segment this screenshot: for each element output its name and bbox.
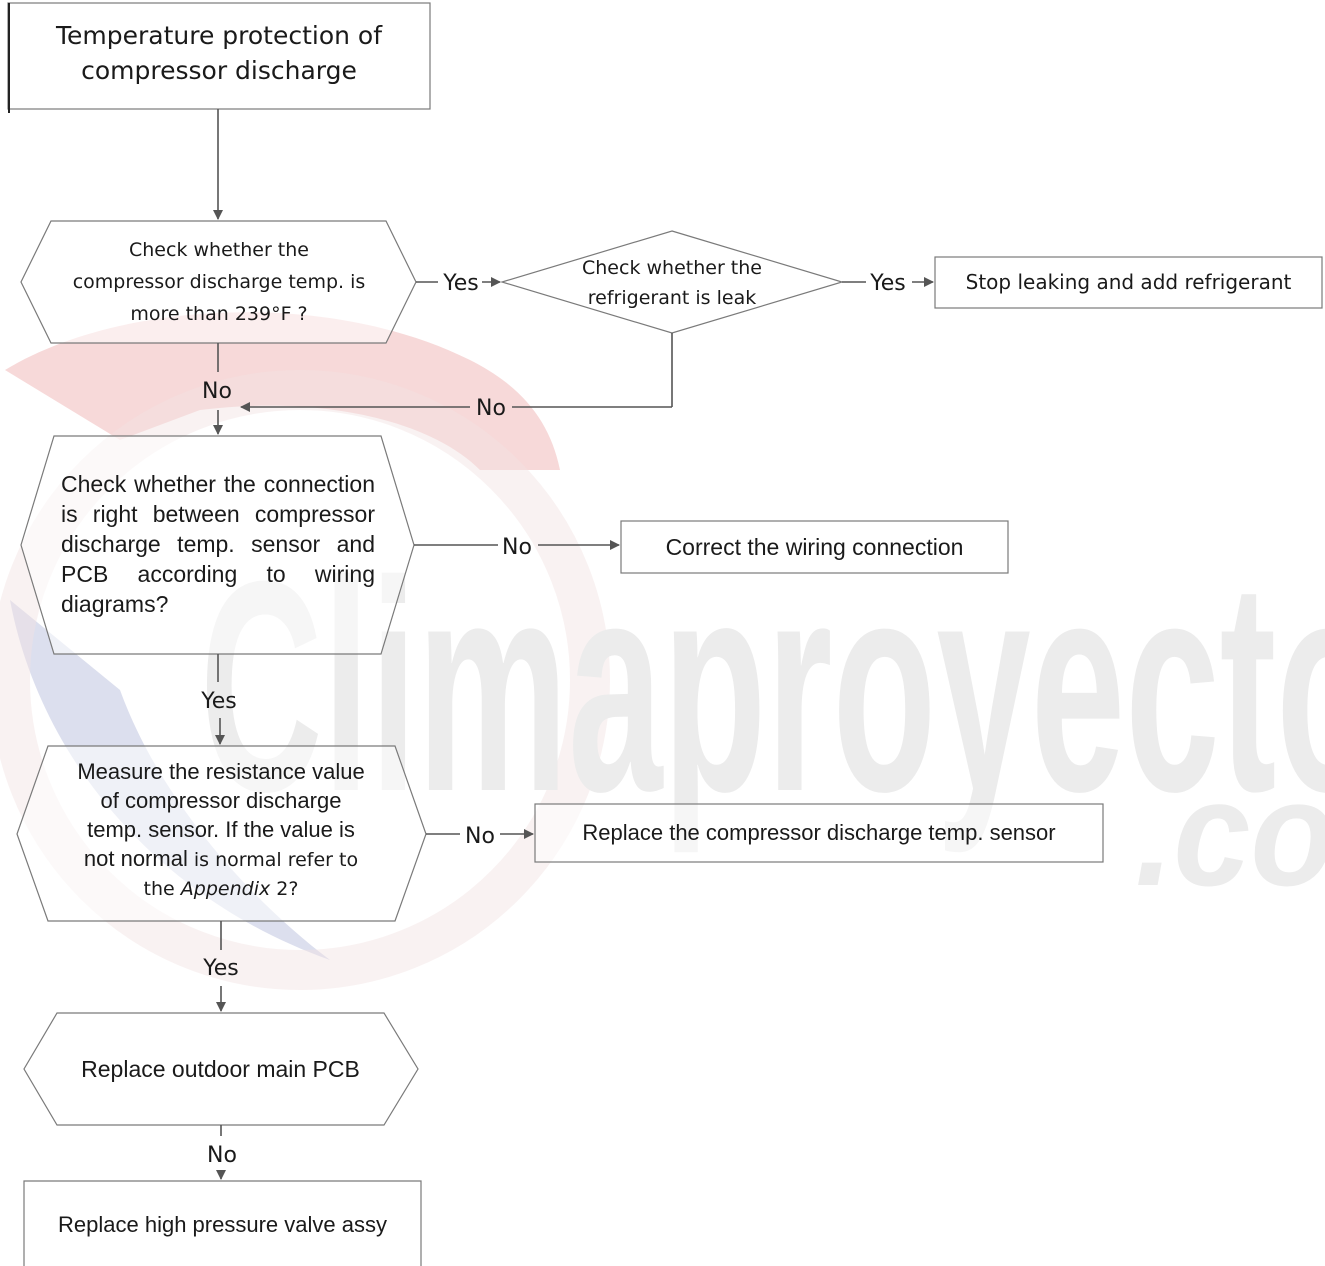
stop-leak-text: Stop leaking and add refrigerant [965, 270, 1292, 294]
check-connection-decision [20, 435, 415, 655]
check-leak-line-1: Check whether the [582, 257, 762, 279]
label-connection-no: No [502, 535, 532, 560]
measure-line-5c: 2? [270, 878, 299, 900]
start-box-text: Temperature protection of compressor dis… [55, 21, 383, 85]
label-temp-no: No [202, 379, 232, 404]
measure-line-4a: not normal [83, 846, 188, 871]
label-resistance-no: No [465, 824, 495, 849]
replace-pcb-hexagon [23, 1012, 419, 1126]
label-leak-yes: Yes [869, 271, 906, 296]
correct-wiring-box [620, 520, 1009, 574]
measure-line-5a: the [143, 878, 181, 900]
replace-sensor-box [534, 803, 1104, 863]
watermark-circle [0, 370, 610, 990]
label-connection-yes: Yes [200, 689, 237, 714]
measure-line-4: not normal is normal refer to [46, 844, 396, 875]
replace-valve-text: Replace high pressure valve assy [58, 1212, 387, 1237]
check-temp-line-2: compressor discharge temp. is [72, 271, 366, 293]
check-leak-line-2: refrigerant is leak [587, 287, 757, 309]
measure-line-3: temp. sensor. If the value is [87, 817, 355, 842]
watermark-red-swoosh [5, 312, 560, 470]
replace-sensor-text: Replace the compressor discharge temp. s… [582, 820, 1056, 845]
watermark-sub-text: .co [1135, 749, 1325, 917]
label-temp-yes: Yes [442, 271, 479, 296]
check-temp-text: Check whether the compressor discharge t… [52, 234, 386, 330]
check-temp-line-3: more than 239°F ? [130, 303, 308, 325]
measure-line-2: of compressor discharge [100, 788, 342, 813]
stop-leak-box [934, 256, 1323, 309]
label-leak-no: No [476, 396, 506, 421]
measure-line-5: the Appendix 2? [46, 875, 396, 904]
replace-valve-box [23, 1180, 422, 1266]
check-temp-decision [20, 220, 417, 344]
measure-line-4b: is normal refer to [187, 849, 359, 871]
measure-resistance-text: Measure the resistance value of compress… [46, 757, 396, 904]
check-leak-text: Check whether the refrigerant is leak [542, 253, 802, 313]
watermark-blue-swoosh [10, 600, 330, 960]
measure-line-1: Measure the resistance value [77, 759, 365, 784]
replace-pcb-text: Replace outdoor main PCB [81, 1056, 360, 1082]
measure-appendix-ref: Appendix [180, 878, 271, 900]
check-connection-text: Check whether the connection is right be… [61, 471, 375, 617]
label-pcb-no: No [207, 1143, 237, 1168]
correct-wiring-text: Correct the wiring connection [665, 534, 964, 560]
check-temp-line-1: Check whether the [129, 239, 309, 261]
measure-resistance-decision [16, 745, 427, 922]
label-resistance-yes: Yes [202, 956, 239, 981]
